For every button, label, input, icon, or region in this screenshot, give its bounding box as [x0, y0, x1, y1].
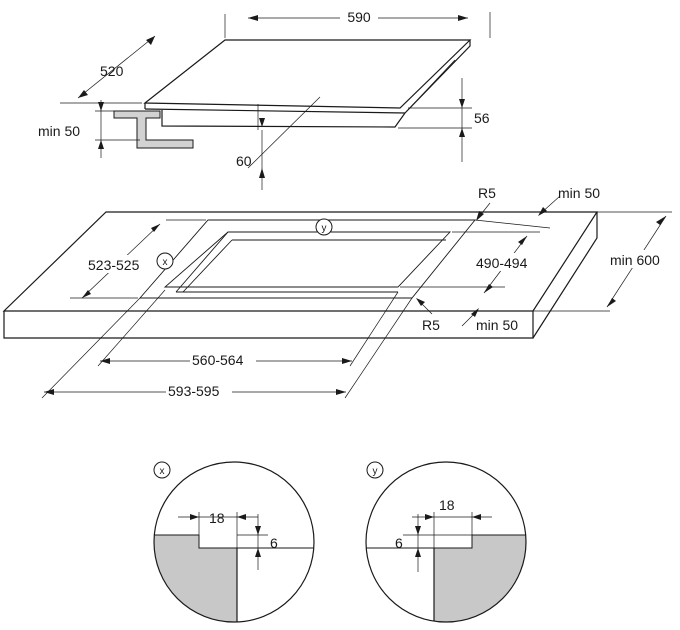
detail-x-depth: 6: [270, 535, 278, 551]
arrow: [336, 389, 346, 395]
radius-top-label: R5: [478, 185, 496, 201]
arrow: [259, 118, 265, 127]
min-clearance-left-label: min 50: [38, 123, 80, 139]
dim-hob-width: 590: [224, 8, 491, 38]
arrow: [78, 90, 88, 98]
mounting-bracket: [113, 110, 194, 149]
hob-height-label: 56: [474, 110, 490, 126]
arrow: [472, 514, 481, 520]
detail-y-marker-circle: [366, 461, 384, 479]
arrow: [255, 526, 261, 535]
arrow: [237, 514, 246, 520]
dim-outer-depth: 523-525: [70, 219, 206, 299]
arrow: [458, 15, 468, 21]
clearance-below-label: 60: [236, 153, 252, 169]
hob-top-face: [143, 39, 472, 109]
arrow: [415, 548, 421, 557]
detail-x: 18 6 x: [153, 461, 315, 623]
hob-width-label: 590: [347, 9, 371, 25]
dim-hob-depth: 520: [60, 35, 156, 104]
min-back-label: min 50: [558, 185, 600, 201]
detail-x-section: [154, 534, 238, 622]
arrow: [518, 236, 527, 245]
marker-x-callout: x: [156, 252, 174, 270]
dim-clearance-below: 60: [236, 96, 321, 190]
arrow: [538, 207, 547, 216]
detail-y-circle: [365, 461, 527, 623]
arrow: [44, 389, 54, 395]
detail-x-width: 18: [209, 510, 225, 526]
countertop-front-face: [3, 311, 534, 339]
cutout-inner-side: [175, 231, 229, 293]
arrow: [425, 514, 434, 520]
arrow: [190, 514, 199, 520]
arrow: [248, 15, 258, 21]
marker-y-label: y: [322, 223, 327, 234]
min-front-label: min 50: [476, 317, 518, 333]
arrow: [459, 128, 465, 137]
detail-x-marker-circle: [153, 461, 171, 479]
countertop: [2, 211, 599, 339]
arrow: [100, 358, 110, 364]
dim-outer-width: 593-595: [41, 297, 413, 399]
outer-width-label: 593-595: [168, 383, 220, 399]
dim-min-back: min 50: [474, 185, 600, 229]
arrow: [255, 548, 261, 557]
arrow: [471, 308, 479, 317]
dim-hob-height: 56: [398, 78, 490, 162]
arrow: [98, 140, 104, 149]
inner-depth-label: 490-494: [476, 255, 528, 271]
dim-radius-bottom: R5: [416, 298, 440, 333]
cutout-inner-edge-side: [182, 239, 233, 293]
hob-depth-label: 520: [100, 63, 124, 79]
detail-y-depth: 6: [395, 535, 403, 551]
marker-y-callout: y: [315, 218, 333, 236]
detail-x-circle: [153, 461, 315, 623]
arrow: [476, 211, 484, 221]
countertop-side-face: [532, 212, 598, 339]
detail-y: 18 6 y: [365, 461, 527, 623]
dim-min-front: min 50: [461, 308, 518, 333]
arrow: [484, 284, 493, 293]
dim-radius-top: R5: [476, 185, 496, 221]
arrow: [259, 168, 265, 178]
arrow: [151, 224, 160, 232]
inner-width-label: 560-564: [192, 352, 244, 368]
arrow: [342, 358, 352, 364]
arrow: [459, 99, 465, 108]
arrow: [656, 216, 666, 225]
arrow: [82, 290, 91, 298]
dim-counter-depth: min 600: [533, 211, 672, 312]
hob-body: [161, 110, 406, 128]
marker-x-circle: [156, 252, 174, 270]
arrow: [416, 298, 425, 306]
hob-perspective: [113, 39, 472, 149]
hob-front-edge: [144, 108, 406, 114]
radius-bottom-label: R5: [422, 317, 440, 333]
detail-x-marker: x: [160, 466, 165, 477]
marker-y-circle: [315, 218, 333, 236]
marker-x-label: x: [163, 257, 168, 268]
dim-inner-width: 560-564: [97, 289, 399, 368]
outer-depth-label: 523-525: [88, 257, 140, 273]
detail-y-marker: y: [373, 466, 378, 477]
dim-inner-depth: 490-494: [400, 231, 540, 294]
arrow: [607, 298, 616, 307]
dim-min-clearance-left: min 50: [38, 100, 140, 158]
detail-y-width: 18: [439, 497, 455, 513]
arrow: [415, 526, 421, 535]
cutout-inner-top: [163, 231, 452, 288]
hob-body-side: [404, 59, 456, 114]
arrow: [146, 36, 155, 45]
counter-depth-label: min 600: [610, 252, 660, 268]
arrow: [98, 102, 104, 111]
